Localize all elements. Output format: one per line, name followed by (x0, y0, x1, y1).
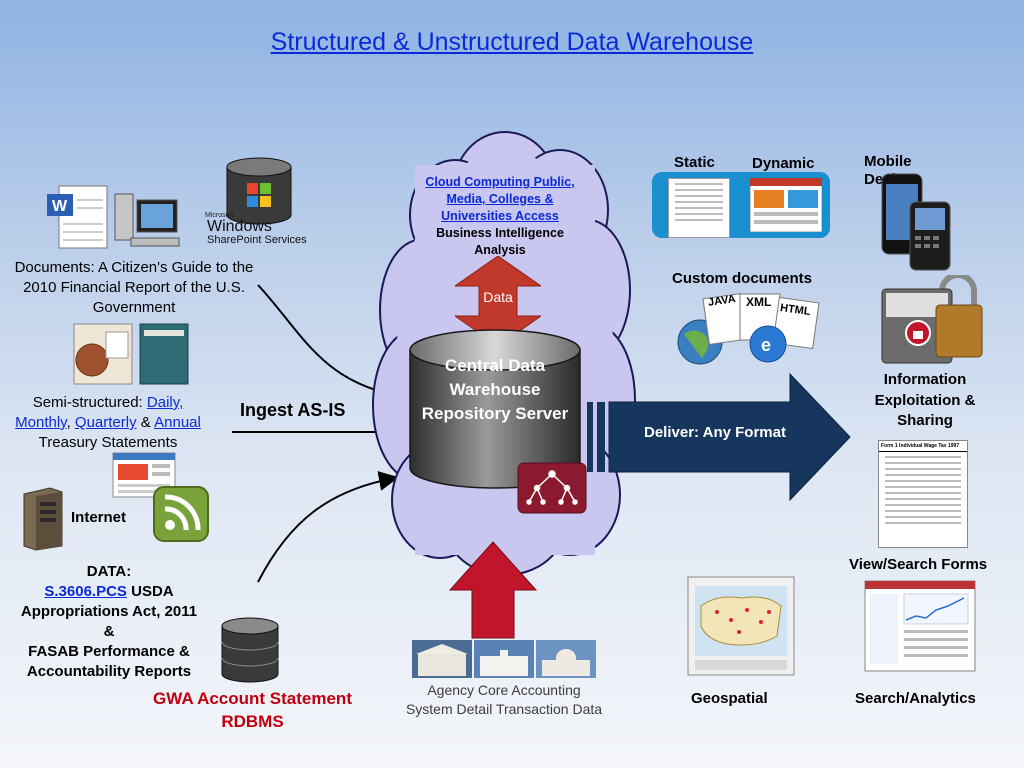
mobile-phones-icon (881, 173, 951, 271)
cloud-computing-link[interactable]: Cloud Computing Public, Media, Colleges … (425, 175, 575, 223)
semi-amp: & (136, 414, 155, 431)
usda-label: USDA (126, 583, 174, 600)
search-analytics-image (864, 580, 976, 672)
citizens-guide-images (73, 323, 189, 385)
network-hierarchy-icon (517, 462, 587, 514)
semi-structured-label: Semi-structured: Daily, Monthly, Quarter… (8, 393, 208, 453)
data-heading: DATA: (86, 563, 132, 580)
upload-arrow (448, 541, 538, 639)
deliver-label: Deliver: Any Format (644, 424, 786, 441)
appropriations-label: Appropriations Act, 2011 (20, 603, 198, 620)
svg-text:W: W (52, 198, 68, 215)
data-arrow-label: Data (483, 289, 513, 305)
quarterly-link[interactable]: Quarterly (74, 414, 137, 431)
information-exploitation-label: Information Exploitation & Sharing (874, 371, 976, 429)
page-title: Structured & Unstructured Data Warehouse (270, 28, 754, 56)
documents-label: Documents: A Citizen's Guide to the 2010… (14, 259, 254, 316)
word-document-computer-icon: W (47, 185, 180, 249)
connector-data (257, 471, 399, 583)
warehouse-label: Central Data Warehouse Repository Server (421, 356, 569, 423)
svg-text:e: e (761, 335, 771, 355)
gwa-rdbms-label: GWA Account Statement RDBMS (153, 689, 352, 731)
windows-sharepoint-icon (226, 157, 292, 225)
agency-core-label: Agency Core Accounting System Detail Tra… (405, 682, 603, 717)
data-sources-label: DATA: S.3606.PCS USDA Appropriations Act… (4, 562, 214, 682)
search-analytics-label: Search/Analytics (855, 690, 976, 707)
ingest-label: Ingest AS-IS (240, 400, 346, 420)
semi-prefix: Semi-structured: (32, 394, 147, 411)
fasab-label: FASAB Performance & (28, 643, 190, 660)
geospatial-label: Geospatial (691, 690, 768, 707)
warehouse-cylinder (409, 329, 581, 489)
windows-label: Windows (207, 218, 272, 235)
bi-analysis-label: Business Intelligence Analysis (436, 226, 564, 257)
view-search-forms-label: View/Search Forms (849, 556, 988, 573)
semi-suffix: Treasury Statements (38, 434, 178, 451)
tax-form-image: Form 1 Individual Wage Tax 1997 (878, 440, 968, 548)
database-icon (221, 617, 279, 683)
accountability-label: Accountability Reports (26, 663, 192, 680)
xml-tag: XML (746, 295, 772, 309)
secure-lock-icon (881, 275, 983, 364)
server-tower-icon (23, 487, 63, 551)
internet-label: Internet (71, 509, 127, 526)
annual-link[interactable]: Annual (154, 414, 201, 431)
custom-documents-label: Custom documents (672, 270, 813, 287)
static-document-thumb (668, 178, 730, 238)
tax-form-header: Form 1 Individual Wage Tax 1997 (879, 441, 967, 452)
sharepoint-label: SharePoint Services (207, 234, 307, 246)
geospatial-map-image (687, 576, 795, 676)
static-label: Static (674, 154, 715, 171)
connector-documents (257, 284, 399, 402)
data-double-arrow (455, 256, 541, 346)
rss-feed-icon (153, 486, 209, 542)
cloud-text: Cloud Computing Public, Media, Colleges … (410, 174, 590, 259)
daily-link[interactable]: Daily, (146, 394, 184, 411)
monthly-link[interactable]: Monthly (15, 414, 67, 431)
dynamic-label: Dynamic (752, 155, 815, 172)
government-buildings-image (412, 640, 596, 678)
semi-comma: , (66, 414, 75, 431)
custom-documents-icons: e (677, 293, 820, 365)
deliver-arrow (587, 372, 851, 502)
dynamic-webpage-thumb (750, 178, 822, 232)
s3606-link[interactable]: S.3606.PCS (44, 583, 127, 600)
ampersand-label: & (103, 623, 115, 640)
microsoft-small-label: Microsoft (205, 212, 234, 219)
